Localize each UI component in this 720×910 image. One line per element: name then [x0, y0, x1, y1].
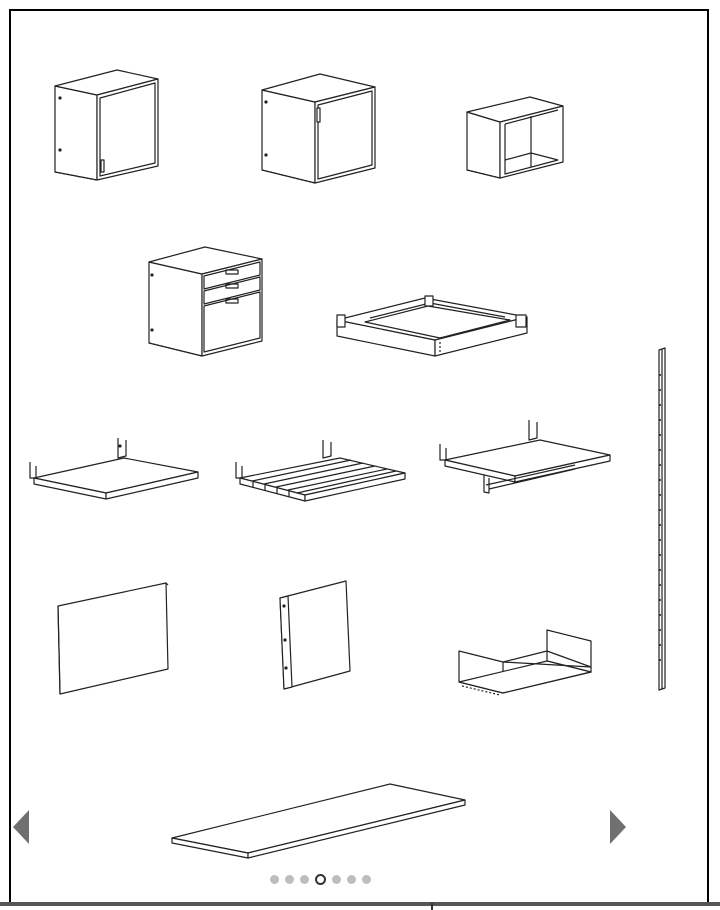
bottom-border — [0, 902, 720, 906]
pagination-dot-5[interactable] — [332, 875, 341, 884]
wall-cabinet-door-right[interactable] — [261, 73, 376, 184]
pagination-dot-6[interactable] — [347, 875, 356, 884]
cabinet-door[interactable] — [279, 580, 351, 690]
bottom-marker — [431, 903, 433, 910]
carousel-pagination — [270, 874, 371, 886]
shelf-with-rail[interactable] — [439, 420, 611, 494]
pagination-dot-2[interactable] — [285, 875, 294, 884]
pagination-dot-4[interactable] — [315, 874, 326, 885]
next-arrow-icon[interactable] — [610, 810, 626, 844]
viewer-frame — [9, 9, 709, 902]
slatted-shelf[interactable] — [235, 440, 406, 502]
worktop-board[interactable] — [171, 783, 466, 859]
pagination-dot-1[interactable] — [270, 875, 279, 884]
previous-arrow-icon[interactable] — [13, 810, 29, 844]
wall-upright-rail[interactable] — [658, 347, 666, 691]
wall-panel[interactable] — [57, 582, 169, 695]
wall-cabinet-door-left[interactable] — [54, 69, 159, 181]
shoe-shelf[interactable] — [458, 629, 592, 696]
pagination-dot-7[interactable] — [362, 875, 371, 884]
open-shelf-unit[interactable] — [466, 96, 564, 179]
drawer-unit[interactable] — [148, 246, 263, 357]
pagination-dot-3[interactable] — [300, 875, 309, 884]
shelf-with-brackets[interactable] — [29, 438, 199, 500]
pull-out-tray[interactable] — [336, 295, 528, 357]
